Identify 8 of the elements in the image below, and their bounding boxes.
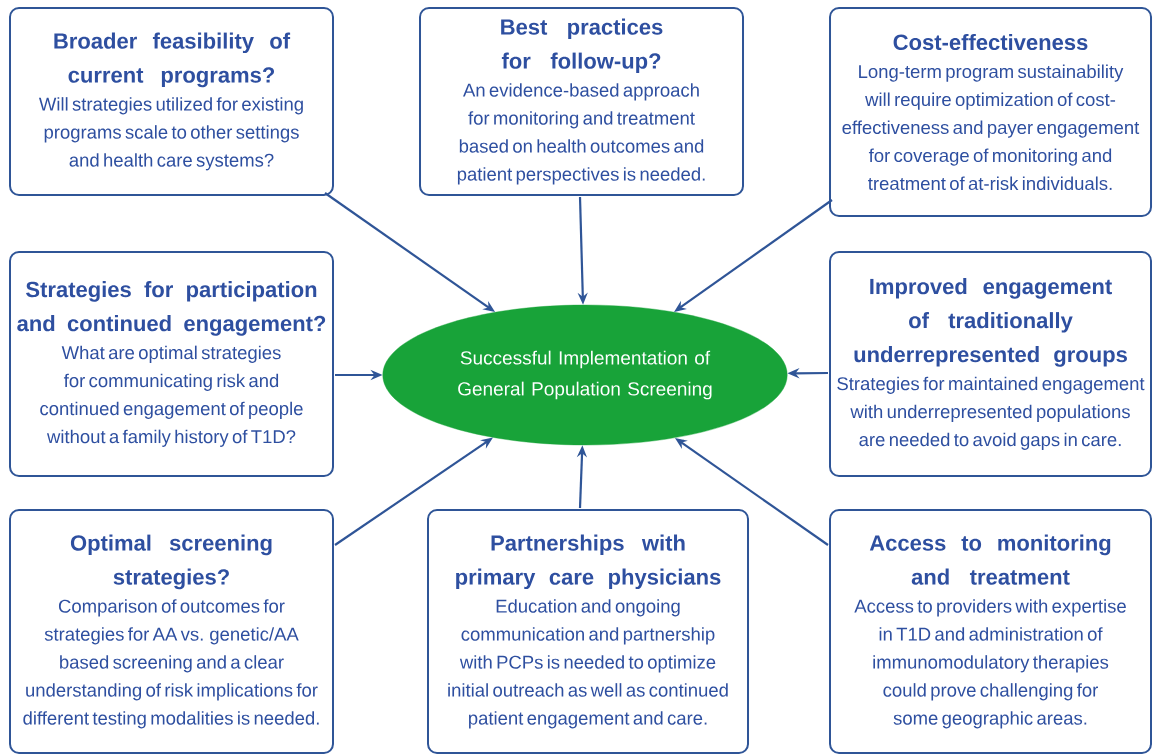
text-box: Partnerships with primary care physicians Education and ongoing communication and partnership with PCPs is needed to optimize initial outreach as well as continued patient engagement and care. xyxy=(427,509,749,754)
text-box: Improved engagement of traditionally underrepresented groups Strategies for maintained engagement with underrepresented populations are needed to avoid gaps in care. xyxy=(829,251,1152,477)
text-box: Optimal screening strategies? Comparison of outcomes for strategies for AA vs. genetic/AA based screening and a clear understanding of risk implications for different testing modalities is needed. xyxy=(9,509,334,754)
text-box: Strategies for participation and continued engagement? What are optimal strategies for communicating risk and continued engagement of people without a family history of T1D? xyxy=(9,251,334,477)
text-box: Broader feasibility of current programs? Will strategies utilized for existing programs scale to other settings and health care systems? xyxy=(9,7,334,196)
text-box: Cost-effectiveness Long-term program sustainability will require optimization of cost-effectiveness and payer engagement for coverage of monitoring and treatment of at-risk individuals. xyxy=(829,7,1152,217)
text-box: Best practices for follow-up? An evidence-based approach for monitoring and treatment based on health outcomes and patient perspectives is needed. xyxy=(419,7,744,196)
text-box: Access to monitoring and treatment Access to providers with expertise in T1D and administration of immunomodulatory therapies could prove challenging for some geographic areas. xyxy=(829,509,1152,754)
